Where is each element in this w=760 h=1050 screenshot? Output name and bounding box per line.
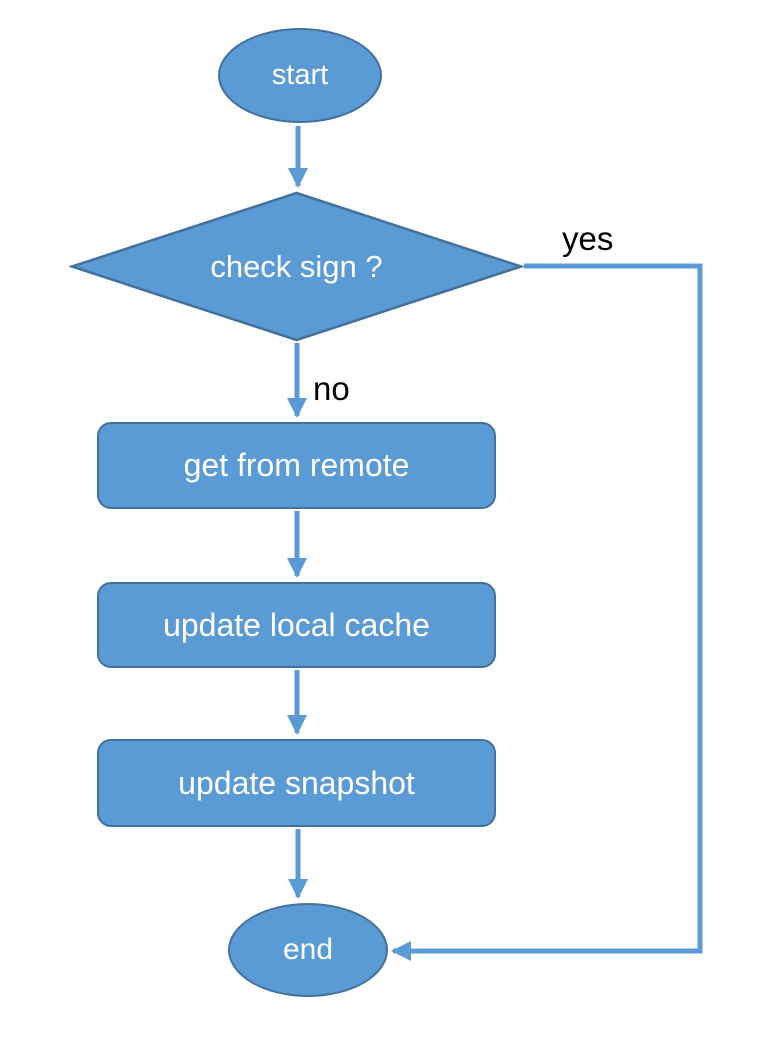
- decision-node: check sign ?: [69, 191, 524, 342]
- start-node-label: start: [271, 59, 329, 91]
- start-node: start: [218, 28, 382, 123]
- process-node-update-local-cache: update local cache: [97, 582, 496, 668]
- end-node-label: end: [282, 933, 334, 966]
- process-node-label: update local cache: [163, 606, 430, 643]
- decision-node-label: check sign ?: [210, 248, 383, 284]
- no-edge-label: no: [313, 370, 350, 407]
- end-node: end: [228, 903, 388, 997]
- edge-decision-yes-to-end: [391, 263, 703, 961]
- process-node-get-from-remote: get from remote: [97, 422, 496, 509]
- process-node-update-snapshot: update snapshot: [97, 739, 496, 827]
- process-node-label: update snapshot: [178, 764, 415, 801]
- yes-edge-label: yes: [562, 220, 614, 257]
- process-node-label: get from remote: [183, 447, 410, 483]
- diamond-shape-icon: [69, 191, 524, 342]
